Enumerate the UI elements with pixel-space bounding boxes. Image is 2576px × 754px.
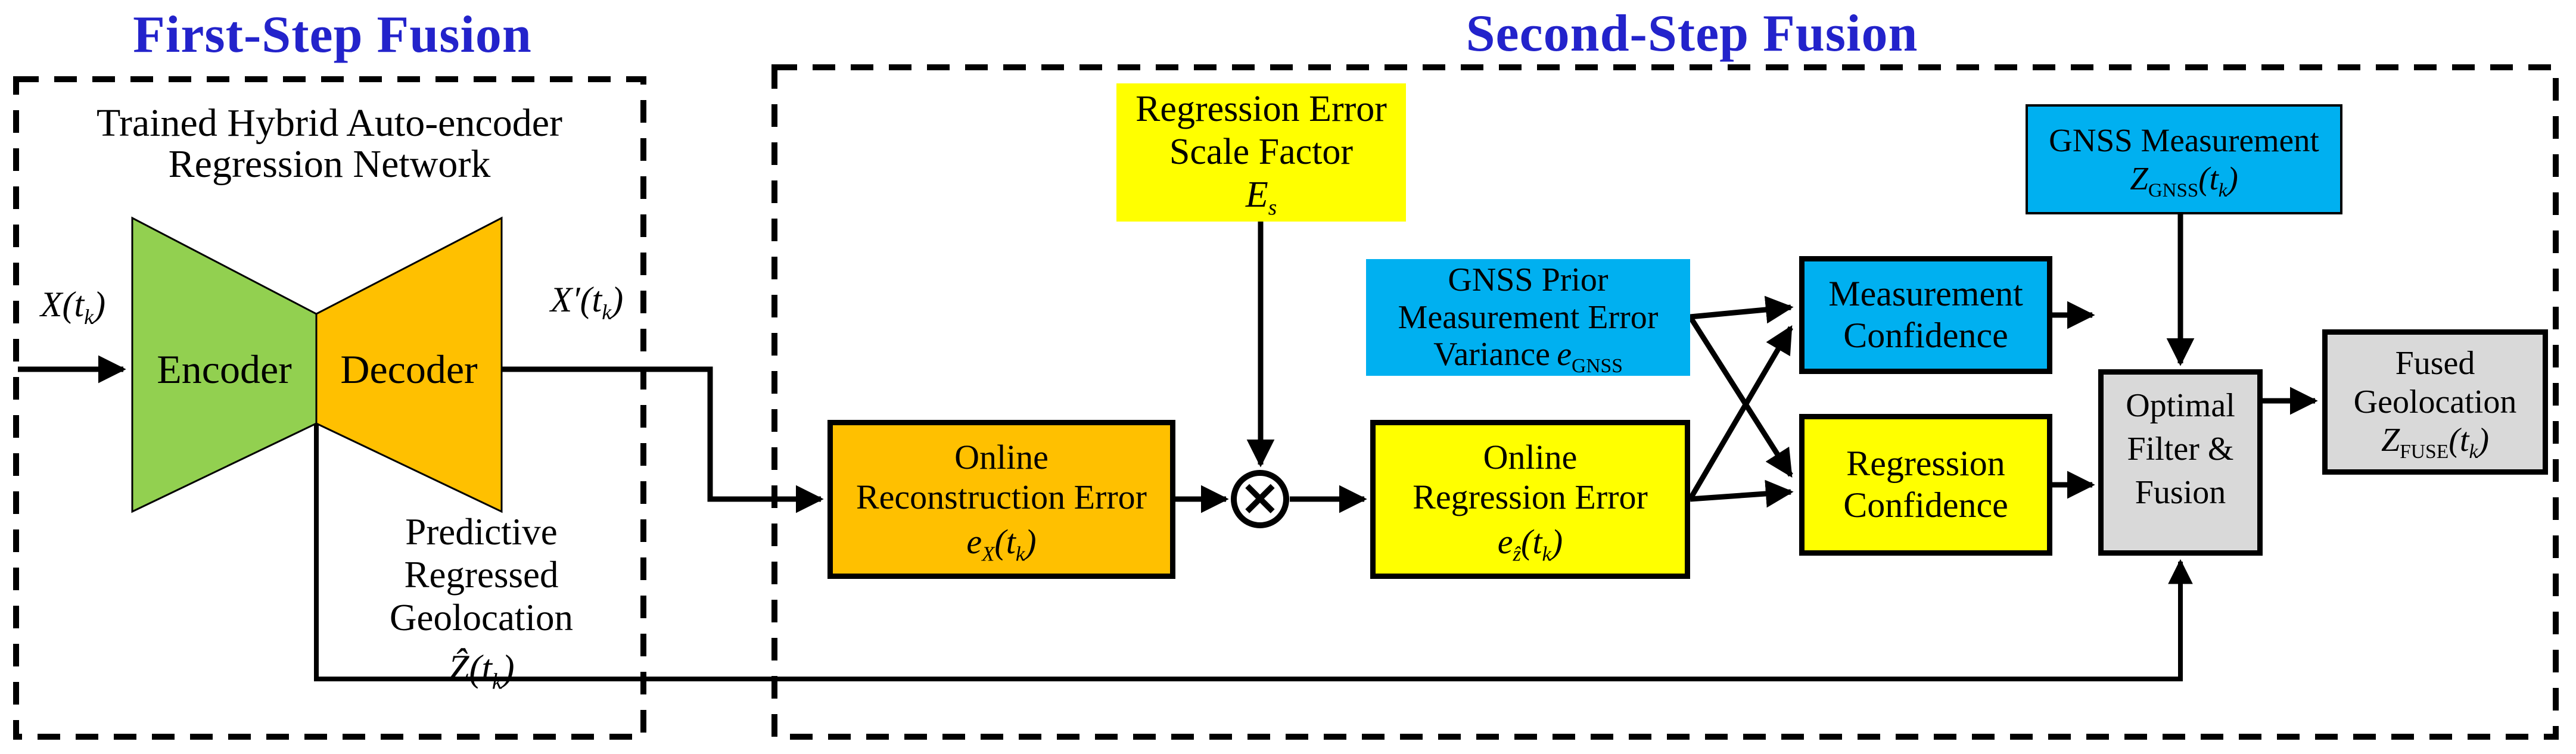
- scale-factor-box: Regression Error Scale Factor Es: [1116, 83, 1406, 222]
- regression-error-line1: Online: [1483, 437, 1578, 476]
- reconstruction-formula: eX(tk): [966, 522, 1037, 566]
- reconstruction-line2: Reconstruction Error: [855, 477, 1147, 516]
- gnss-prior-line3: Variance eGNSS: [1433, 336, 1623, 378]
- regression-to-regression-confidence-arrow: [1690, 479, 1794, 508]
- scale-factor-formula: Es: [1245, 174, 1277, 220]
- regression-confidence-line2: Confidence: [1843, 485, 2008, 525]
- input-signal-label: X(tk): [40, 285, 106, 329]
- decoder-label: Decoder: [340, 347, 478, 392]
- second-step-title: Second-Step Fusion: [1466, 5, 1918, 63]
- regression-error-line2: Regression Error: [1413, 477, 1648, 516]
- scale-factor-line1: Regression Error: [1135, 89, 1387, 130]
- first-step-title: First-Step Fusion: [133, 6, 532, 64]
- measurement-confidence-line1: Measurement: [1828, 274, 2023, 314]
- optimal-filter-line3: Fusion: [2135, 473, 2226, 511]
- gnss-prior-variance-word: Variance: [1433, 336, 1550, 373]
- gnss-prior-box: GNSS Prior Measurement Error Variance eG…: [1366, 259, 1690, 376]
- optimal-filter-line2: Filter &: [2127, 430, 2234, 468]
- optimal-filter-box: Optimal Filter & Fusion: [2098, 369, 2263, 556]
- scale-factor-line2: Scale Factor: [1169, 132, 1354, 173]
- decoder-shape: [315, 216, 503, 513]
- prior-to-measurement-confidence-arrow: [1690, 295, 1794, 324]
- network-description: Trained Hybrid Auto-encoder Regression N…: [58, 102, 601, 185]
- second-step-dashed-border: [771, 64, 2559, 740]
- fused-line1: Fused: [2395, 344, 2475, 382]
- predictive-line1: Predictive Regressed: [404, 511, 559, 596]
- gnss-prior-line2: Measurement Error: [1398, 298, 1659, 336]
- encoder-label: Encoder: [157, 347, 292, 392]
- gnss-prior-formula: eGNSS: [1557, 336, 1623, 378]
- predictive-feedback-arrow: [314, 423, 2193, 681]
- prior-to-regression-confidence-arrow: [1688, 315, 1793, 478]
- gnss-measurement-line1: GNSS Measurement: [2049, 121, 2319, 158]
- predictive-formula: Ẑ(tk): [448, 647, 515, 695]
- predictive-line2: Geolocation: [390, 596, 573, 638]
- decoder-output-arrow: [502, 366, 824, 513]
- regression-confidence-box: Regression Confidence: [1799, 414, 2052, 556]
- gnss-measurement-box: GNSS Measurement ZGNSS(tk): [2026, 104, 2342, 214]
- fused-formula: ZFUSE(tk): [2381, 422, 2490, 463]
- multiplier-circle: [1231, 470, 1289, 528]
- output-signal-label: X′(tk): [550, 280, 624, 324]
- predictive-geolocation-label: Predictive Regressed Geolocation Ẑ(tk): [326, 511, 636, 695]
- regression-error-box: Online Regression Error eẑ(tk): [1370, 420, 1690, 579]
- fused-line2: Geolocation: [2353, 383, 2517, 420]
- measurement-confidence-box: Measurement Confidence: [1799, 256, 2052, 374]
- optimal-filter-line1: Optimal: [2126, 387, 2235, 424]
- multiply-icon: ×: [1239, 468, 1281, 526]
- network-description-line2: Regression Network: [168, 142, 491, 186]
- measurement-confidence-line2: Confidence: [1843, 316, 2008, 355]
- gnss-measurement-formula: ZGNSS(tk): [2130, 160, 2238, 201]
- first-step-dashed-border: [13, 76, 646, 740]
- reconstruction-error-box: Online Reconstruction Error eX(tk): [827, 420, 1175, 579]
- reconstruction-line1: Online: [954, 437, 1049, 476]
- regression-error-formula: eẑ(tk): [1497, 522, 1563, 566]
- network-description-line1: Trained Hybrid Auto-encoder: [96, 101, 563, 145]
- regression-confidence-line1: Regression: [1846, 444, 2005, 484]
- regression-to-measurement-confidence-arrow: [1688, 325, 1793, 501]
- gnss-prior-line1: GNSS Prior: [1448, 261, 1609, 298]
- fused-geolocation-box: Fused Geolocation ZFUSE(tk): [2322, 329, 2548, 475]
